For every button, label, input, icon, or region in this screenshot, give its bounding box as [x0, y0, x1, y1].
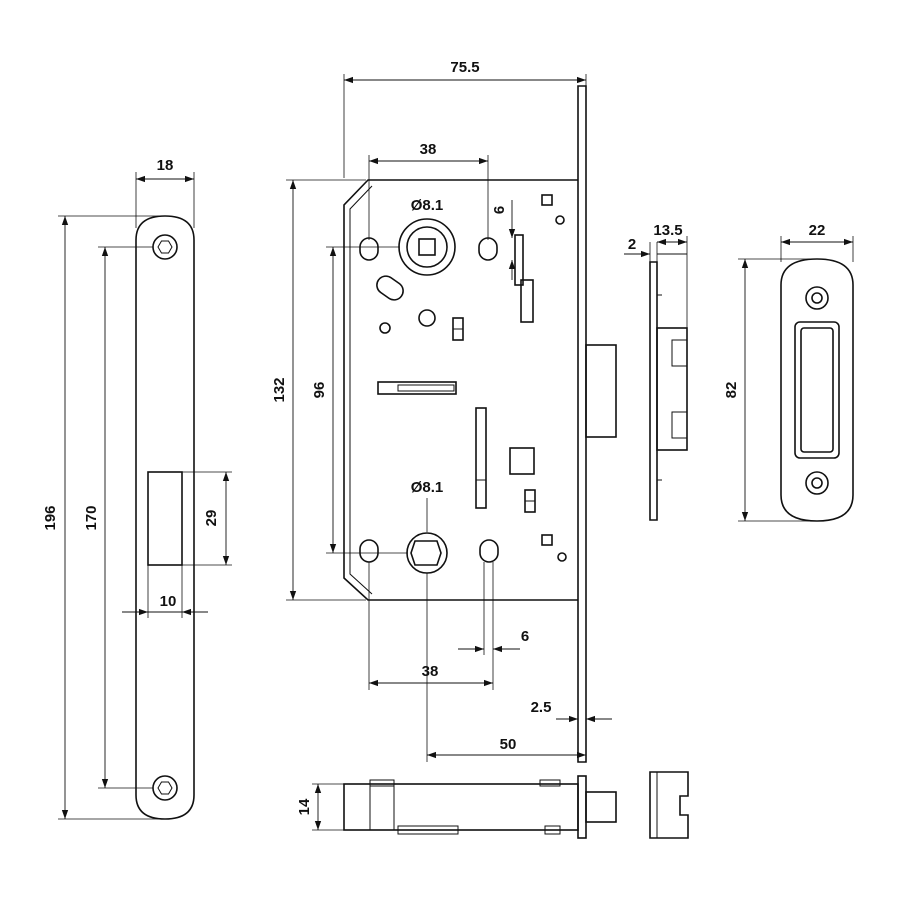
faceplate-view: 18 196 170 29 10 — [42, 157, 232, 820]
faceplate-screw-bottom — [152, 775, 178, 801]
bottom-view: 14 — [296, 775, 617, 839]
faceplate-screw-top — [152, 234, 178, 260]
label-bottom-bore: Ø8.1 — [411, 479, 444, 496]
side-view-bottom — [649, 771, 689, 839]
side-view: 2 13.5 — [624, 222, 688, 521]
dim-side-forend-thickness: 2 — [628, 236, 636, 253]
dim-faceplate-width: 18 — [157, 157, 174, 174]
dim-bottom-slot-spacing: 38 — [422, 663, 439, 680]
dim-strike-height: 82 — [723, 382, 740, 399]
dim-forend-thickness: 2.5 — [531, 699, 552, 716]
dim-side-depth: 13.5 — [653, 222, 682, 239]
dim-body-overall-width: 75.5 — [450, 59, 479, 76]
dim-body-thickness: 14 — [296, 798, 313, 815]
dim-handle-lock-spacing: 96 — [311, 382, 328, 399]
dim-strike-width: 22 — [809, 222, 826, 239]
dim-top-slot-spacing: 38 — [420, 141, 437, 158]
lock-body-view: 75.5 38 Ø8.1 6 132 96 Ø8.1 6 — [271, 59, 617, 763]
dim-top-slot-width: 6 — [491, 206, 508, 214]
dim-faceplate-opening-width: 10 — [160, 593, 177, 610]
dim-body-height: 132 — [271, 377, 288, 402]
label-top-bore: Ø8.1 — [411, 197, 444, 214]
dim-faceplate-height: 196 — [42, 505, 59, 530]
dim-backset: 50 — [500, 736, 517, 753]
strike-plate-view: 22 82 — [723, 222, 854, 522]
strike-screw-bottom — [805, 471, 829, 495]
strike-screw-top — [805, 286, 829, 310]
dim-faceplate-opening-height: 29 — [203, 510, 220, 527]
dim-faceplate-hole-spacing: 170 — [83, 505, 100, 530]
dim-bottom-slot-width: 6 — [521, 628, 529, 645]
